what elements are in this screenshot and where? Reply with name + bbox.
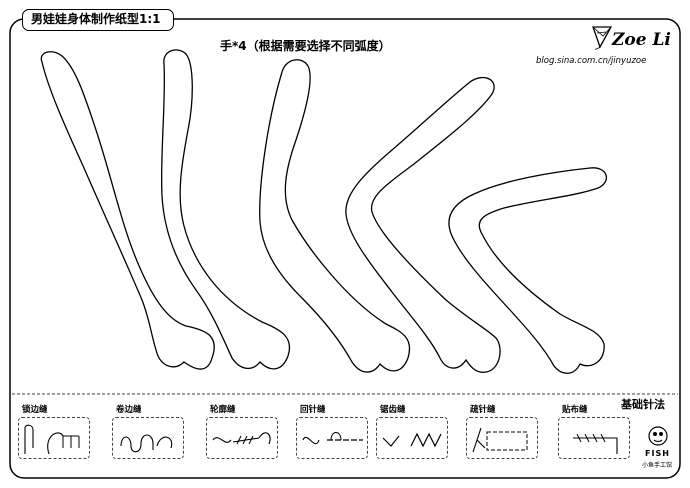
stitch-label: 回针缝 (300, 405, 326, 415)
logo-name: Zoe Li (612, 30, 671, 50)
arm-pattern-mild-bend (259, 59, 411, 373)
brand-subtitle: 小鱼手工馆 (642, 462, 673, 469)
running-stitch-diagram (472, 427, 528, 453)
whip-stitch-diagram (120, 434, 173, 453)
blanket-stitch-diagram (24, 424, 80, 455)
logo-url: blog.sina.com.cn/jinyuzoe (536, 56, 647, 66)
stitch-label: 贴布缝 (562, 405, 588, 415)
arm-pattern-sharp-bend (448, 167, 608, 374)
stitch-label: 卷边缝 (116, 405, 142, 415)
stitch-diagram-box (376, 417, 448, 459)
stitch-guide-heading: 基础针法 (621, 398, 665, 411)
sheet-border (9, 18, 681, 479)
kite-logo-icon (592, 26, 613, 50)
stitch-label: 疏针缝 (470, 405, 496, 415)
stitch-label: 锁边缝 (22, 405, 48, 415)
page-title: 男娃娃身体制作纸型1:1 (31, 12, 161, 26)
stitch-label: 锯齿缝 (380, 405, 406, 415)
stitch-diagram-box (558, 417, 630, 459)
fish-logo-icon (648, 426, 668, 446)
arm-pattern-straight (40, 51, 215, 370)
applique-stitch-diagram (573, 433, 618, 454)
page-title-tab: 男娃娃身体制作纸型1:1 (22, 9, 174, 31)
stitch-label: 轮廓缝 (210, 405, 236, 415)
stitch-diagram-box (206, 417, 278, 459)
stitch-diagram-box (18, 417, 90, 459)
brand-name: FISH (645, 449, 670, 458)
back-stitch-diagram (302, 432, 363, 445)
arm-pattern-slight-bend (160, 49, 291, 370)
zigzag-stitch-diagram (382, 432, 442, 448)
stitch-diagram-box (466, 417, 538, 459)
arm-pattern-elbow (345, 77, 501, 373)
stitch-diagram-box (296, 417, 368, 459)
stem-stitch-diagram (212, 432, 271, 445)
pattern-label: 手*4（根据需要选择不同弧度） (220, 39, 391, 53)
stitch-diagram-box (112, 417, 184, 459)
